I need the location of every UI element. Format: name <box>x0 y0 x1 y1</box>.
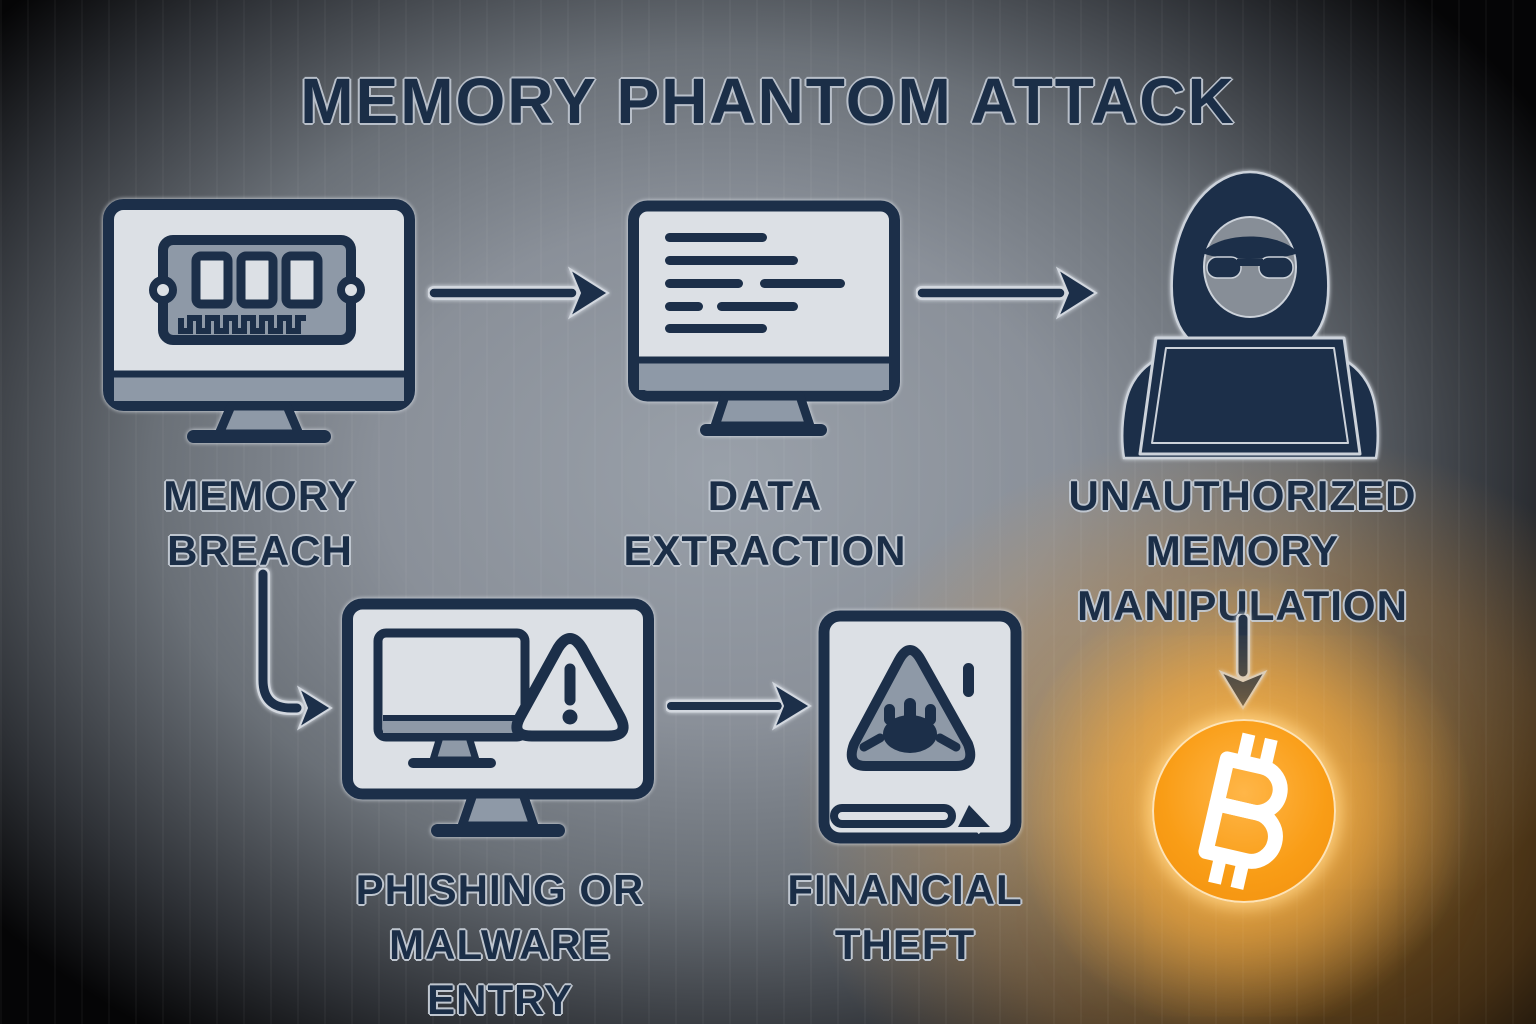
malware-document-icon <box>818 610 1022 844</box>
page-title: MEMORY PHANTOM ATTACK <box>300 65 1236 137</box>
arrow-memory-breach-to-phishing <box>256 568 333 731</box>
arrow-manipulation-to-bitcoin <box>1218 614 1268 710</box>
monitor-ram-icon <box>103 199 415 443</box>
bitcoin-symbol <box>1198 732 1288 890</box>
monitor-data-icon <box>628 200 900 436</box>
arrow-phishing-to-financial-theft <box>666 681 812 731</box>
hacker-laptop-icon <box>1121 170 1379 460</box>
arrow-memory-breach-to-data-extraction <box>428 266 610 320</box>
bitcoin-icon <box>1152 719 1336 903</box>
label-financial-theft: FINANCIAL THEFT <box>787 866 1023 968</box>
label-unauthorized-memory-manipulation: UNAUTHORIZED MEMORY MANIPULATION <box>1068 472 1417 629</box>
label-data-extraction: DATA EXTRACTION <box>623 472 907 574</box>
monitor-warning-icon <box>342 598 654 837</box>
arrow-data-extraction-to-manipulation <box>916 266 1098 320</box>
label-memory-breach: MEMORY BREACH <box>163 472 357 574</box>
label-phishing-malware-entry: PHISHING OR MALWARE ENTRY <box>355 866 645 1023</box>
